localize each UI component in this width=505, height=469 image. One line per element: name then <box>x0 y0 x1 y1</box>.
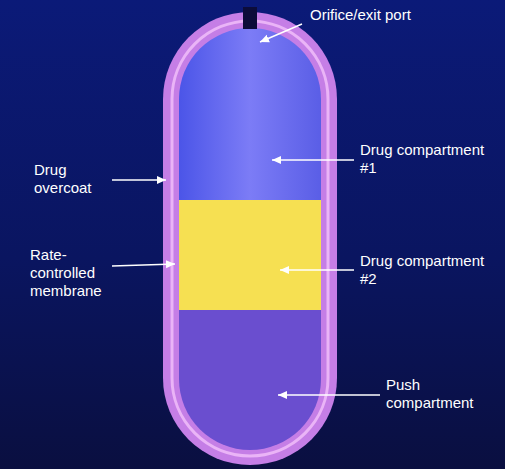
part-label: Drug compartment #1 <box>360 141 500 177</box>
leader-arrow <box>272 159 354 161</box>
leader-arrow <box>112 179 166 181</box>
part-label: Push compartment <box>386 376 501 412</box>
leader-arrow <box>280 269 354 271</box>
leader-arrow <box>278 394 380 396</box>
push-compartment <box>179 310 321 450</box>
leader-arrow <box>112 264 175 266</box>
orifice <box>243 7 257 29</box>
rate-controlled-membrane <box>172 21 328 456</box>
drug-compartment-2 <box>179 200 321 310</box>
leader-arrow <box>260 24 302 42</box>
part-label: Rate-controlled membrane <box>30 246 110 300</box>
drug-overcoat <box>163 12 337 465</box>
part-label: Drug compartment #2 <box>360 252 500 288</box>
drug-compartment-1 <box>179 28 321 200</box>
part-label: Orifice/exit port <box>310 6 500 24</box>
part-label: Drug overcoat <box>34 161 110 197</box>
